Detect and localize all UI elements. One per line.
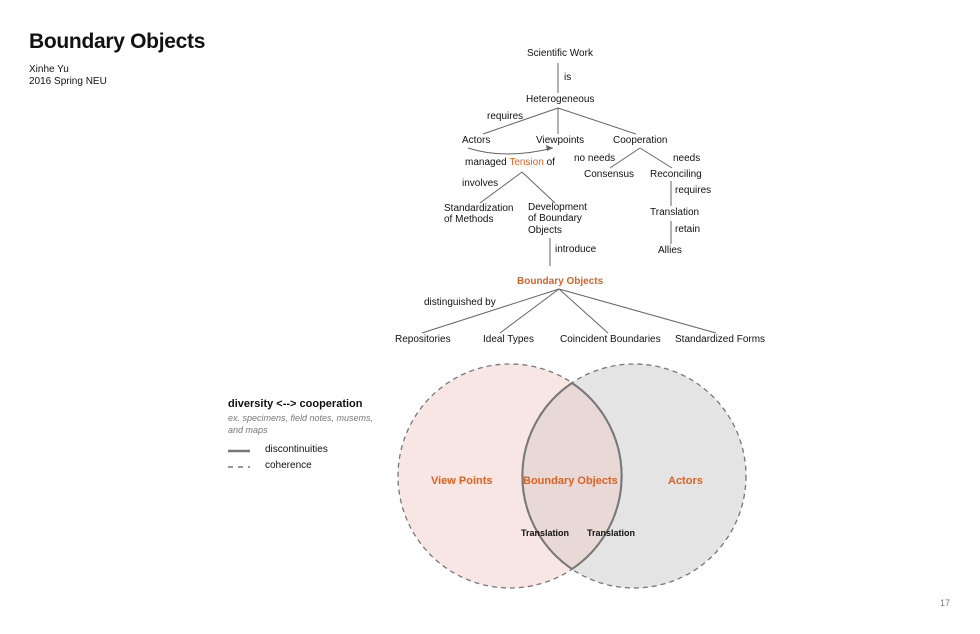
edge-involves-standardization xyxy=(479,171,523,204)
venn-lens-right xyxy=(571,382,623,570)
edge-label-of: of xyxy=(546,157,555,168)
legend-subtitle: ex. specimens, field notes, musems, and … xyxy=(228,413,374,435)
venn-overlap xyxy=(522,364,622,588)
node-coincident-boundaries: Coincident Boundaries xyxy=(560,334,661,345)
venn-translation-right: Translation xyxy=(587,528,636,538)
edge-actors-viewpoints xyxy=(467,147,554,155)
node-ideal-types: Ideal Types xyxy=(483,334,534,345)
edge-involves-development xyxy=(521,171,556,204)
edge-label-distinguished-by: distinguished by xyxy=(424,297,496,308)
edge-requires xyxy=(482,107,559,135)
edge-label-involves: involves xyxy=(462,178,499,189)
venn-right-label: Actors xyxy=(668,475,703,487)
node-scientific-work: Scientific Work xyxy=(527,48,593,59)
node-translation: Translation xyxy=(650,207,700,218)
author-name: Xinhe Yu xyxy=(29,64,69,75)
edge-needs xyxy=(639,147,673,169)
node-heterogeneous: Heterogeneous xyxy=(526,94,595,105)
node-repositories: Repositories xyxy=(395,334,451,345)
edge-label-needs: needs xyxy=(673,153,701,164)
edge-repositories xyxy=(421,288,560,334)
edge-label-introduce: introduce xyxy=(555,244,597,255)
edge-coincident xyxy=(558,288,609,334)
venn-center-label: Boundary Objects xyxy=(523,475,618,487)
node-standardization-line2: of Methods xyxy=(444,214,494,225)
edge-label-retain: retain xyxy=(675,224,701,235)
node-cooperation: Cooperation xyxy=(613,135,668,146)
edge-ideal-types xyxy=(499,288,560,334)
node-reconciling: Reconciling xyxy=(650,169,702,180)
edge-label-requires-2: requires xyxy=(675,185,712,196)
edge-label-managed: managed xyxy=(465,157,507,168)
legend-solid-label: discontinuities xyxy=(265,444,328,455)
arrow-head-icon xyxy=(546,145,553,151)
node-actors: Actors xyxy=(462,135,491,146)
term-label: 2016 Spring NEU xyxy=(29,76,107,87)
legend-title: diversity <--> cooperation xyxy=(228,398,363,410)
edge-label-requires: requires xyxy=(487,111,524,122)
node-allies: Allies xyxy=(658,245,682,256)
legend-dashed-label: coherence xyxy=(265,460,312,471)
edge-label-no-needs: no needs xyxy=(574,153,616,164)
venn-left-label: View Points xyxy=(431,475,493,487)
edge-no-needs xyxy=(609,147,641,169)
page-number: 17 xyxy=(939,598,950,608)
node-boundary-objects: Boundary Objects xyxy=(517,276,604,287)
node-development-line1: Development xyxy=(528,202,587,213)
edge-cooperation xyxy=(557,107,637,135)
page-title: Boundary Objects xyxy=(29,30,206,53)
edge-label-is: is xyxy=(564,72,572,83)
venn-lens-left xyxy=(521,382,573,570)
node-development-line3: Objects xyxy=(528,225,562,236)
node-standardized-forms: Standardized Forms xyxy=(675,334,766,345)
edge-standardized xyxy=(558,288,717,334)
node-consensus: Consensus xyxy=(584,169,635,180)
node-development-line2: of Boundary xyxy=(528,213,582,224)
node-tension: Tension xyxy=(509,157,544,168)
node-standardization-line1: Standardization xyxy=(444,203,514,214)
node-viewpoints: Viewpoints xyxy=(536,135,585,146)
edge-label-managed-tension: managed Tension of xyxy=(465,157,555,169)
venn-translation-left: Translation xyxy=(521,528,570,538)
